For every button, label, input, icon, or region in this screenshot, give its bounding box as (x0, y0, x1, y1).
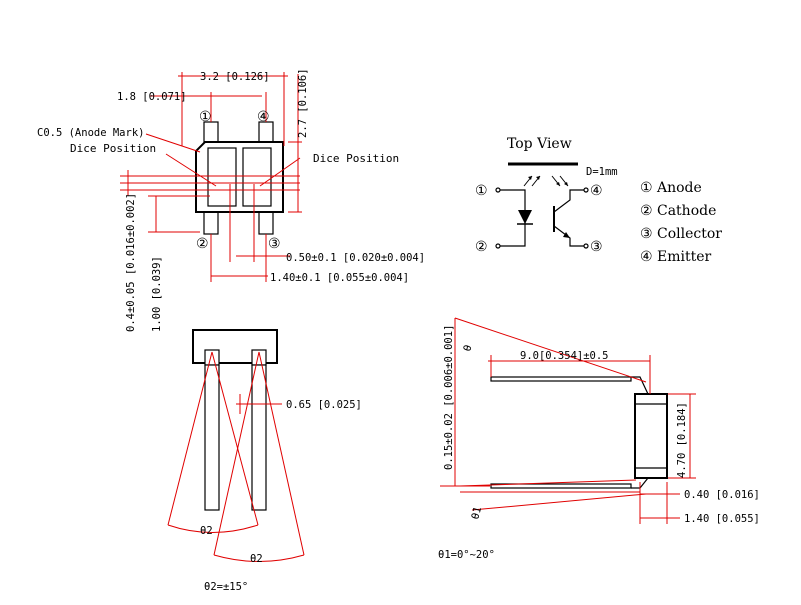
dim-pin-pitch: 1.8 [0.071] (117, 91, 187, 103)
pin-number-1: ① (199, 109, 212, 125)
side-lead-bottom (490, 483, 632, 489)
schematic-pin-1: ① (475, 183, 488, 199)
front-body (192, 329, 278, 364)
dim-side-b: 1.40 [0.055] (684, 513, 760, 525)
side-angle-note: θ1=0°~20° (438, 549, 495, 561)
label-dice-position-left: Dice Position (70, 142, 156, 155)
dim-vertical-a: 0.4±0.05 [0.016±0.002] (125, 193, 137, 332)
die-window-left (207, 147, 237, 207)
legend-emitter: ④ Emitter (640, 249, 712, 265)
led-symbol (495, 187, 533, 249)
front-lead-left (204, 364, 220, 511)
dim-pad-width: 0.50±0.1 [0.020±0.004] (286, 252, 425, 264)
schematic-top-view (495, 162, 589, 249)
label-dice-position-right: Dice Position (313, 152, 399, 165)
pin-legend: ① Anode ② Cathode ③ Collector ④ Emitter (640, 180, 722, 265)
side-dimension-lines (440, 317, 696, 524)
schematic-distance: D=1mm (586, 166, 618, 178)
schematic-pin-3: ③ (590, 239, 603, 255)
die-window-right (242, 147, 272, 207)
side-angle-label-b: θ1 (469, 505, 484, 520)
schematic-pin-2: ② (475, 239, 488, 255)
front-angle-label-a: θ2 (200, 525, 213, 537)
pin-4-lead (258, 121, 274, 143)
legend-anode: ① Anode (640, 180, 702, 196)
top-view-dimension-lines (120, 72, 302, 282)
dim-width-total: 3.2 [0.126] (200, 71, 270, 83)
pin-number-2: ② (196, 236, 209, 252)
dim-vertical-b: 1.00 [0.039] (151, 256, 163, 332)
dim-lead-thickness: 0.15±0.02 [0.006±0.001] (443, 325, 455, 470)
legend-cathode: ② Cathode (640, 203, 716, 219)
legend-collector: ③ Collector (640, 226, 722, 242)
schematic-title: Top View (507, 136, 572, 152)
phototransistor-symbol (553, 187, 589, 249)
side-lead-top (490, 376, 632, 382)
pin-1-lead (203, 121, 219, 143)
dim-height: 2.7 [0.106] (297, 68, 309, 138)
front-angle-note: θ2=±15° (204, 581, 248, 593)
package-body (195, 141, 284, 213)
pin-number-4: ④ (257, 109, 270, 125)
side-angle-label-a: θ (461, 344, 474, 353)
light-arrows (523, 175, 569, 187)
package-top-view (120, 72, 302, 282)
package-front-view (167, 329, 305, 562)
pin-2-lead (203, 211, 219, 235)
front-lead-right (251, 364, 267, 511)
dim-pad-span: 1.40±0.1 [0.055±0.004] (270, 272, 409, 284)
schematic-pin-4: ④ (590, 183, 603, 199)
pin-3-lead (258, 211, 274, 235)
dim-lead-length: 9.0[0.354]±0.5 (520, 350, 609, 362)
dim-side-a: 0.40 [0.016] (684, 489, 760, 501)
side-body (634, 393, 668, 479)
front-angle-label-b: θ2 (250, 553, 263, 565)
package-side-view (440, 317, 696, 524)
dim-body-height: 4.70 [0.184] (676, 402, 688, 478)
dim-lead-width: 0.65 [0.025] (286, 399, 362, 411)
label-anode-mark: C0.5 (Anode Mark) (37, 127, 144, 139)
front-angle-lines (167, 351, 305, 562)
pin-number-3: ③ (268, 236, 281, 252)
